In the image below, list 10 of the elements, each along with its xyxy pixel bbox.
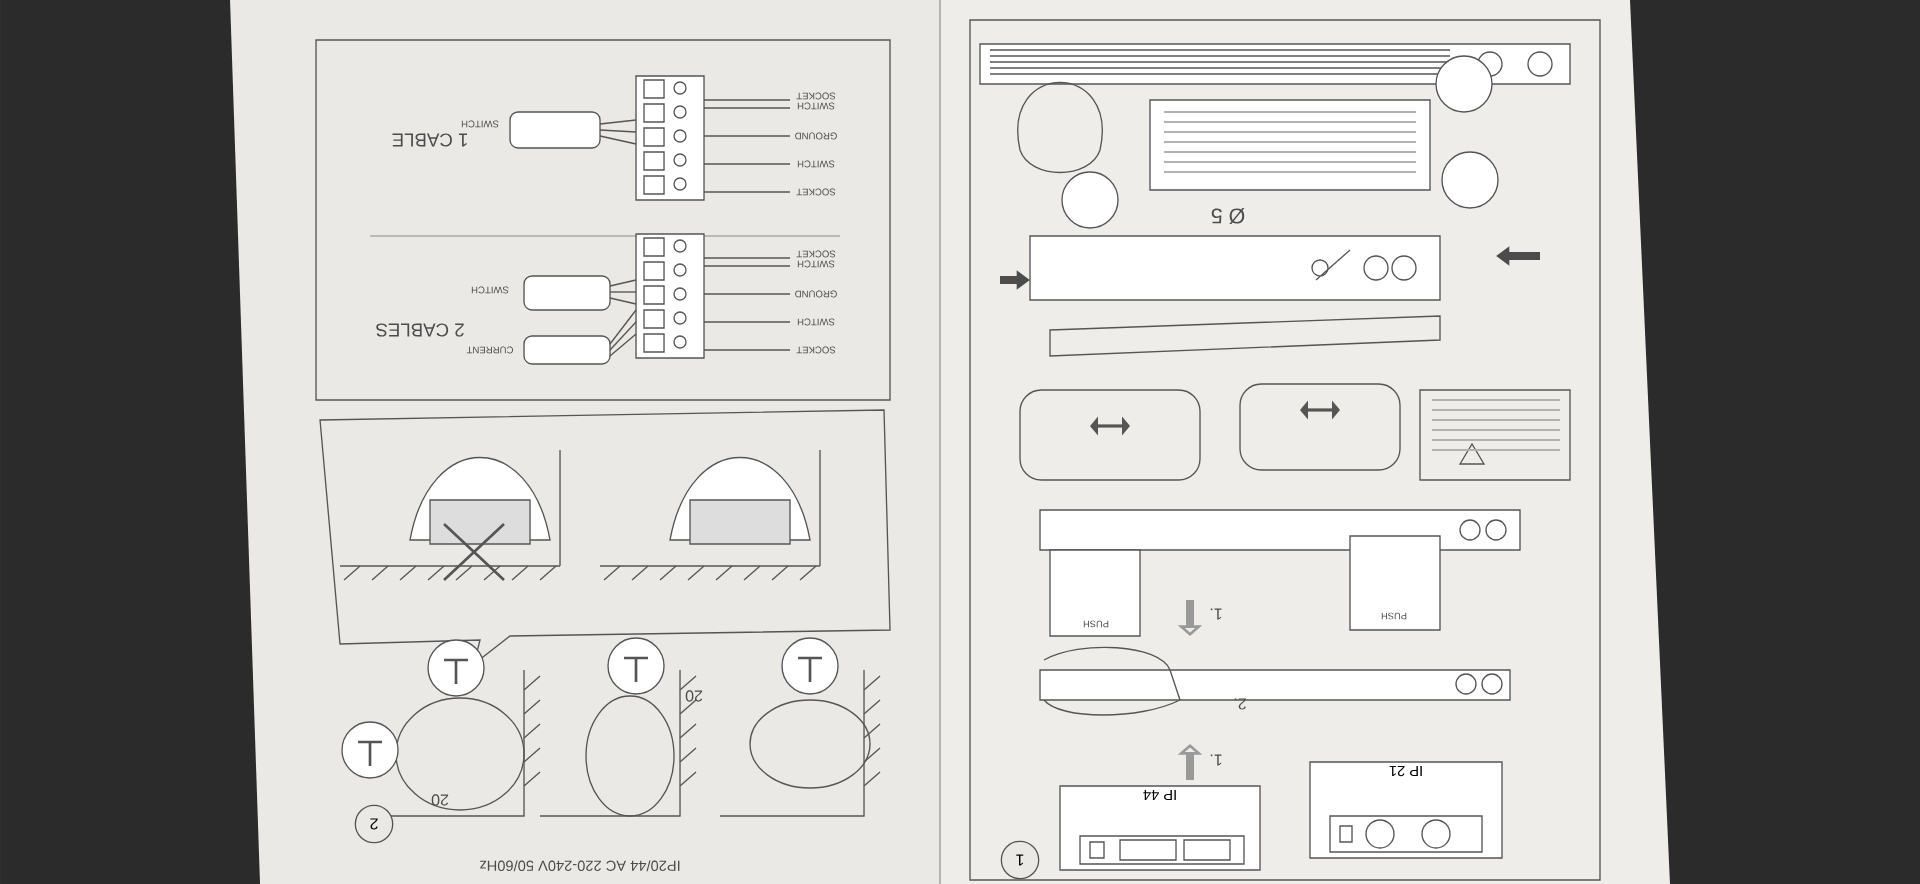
page-number: 1 bbox=[1000, 840, 1040, 880]
cable-label: 1 CABLE bbox=[392, 133, 467, 147]
page-number: 2 bbox=[354, 804, 394, 844]
dimension-label: 20 bbox=[685, 690, 703, 702]
step-number: 2. bbox=[1234, 698, 1246, 710]
dimension-label: 20 bbox=[431, 794, 449, 806]
cable-label: 2 CABLES bbox=[376, 323, 464, 337]
step-number: 1. bbox=[1210, 754, 1222, 766]
hole-size-label: Ø 5 bbox=[1211, 208, 1245, 224]
step-number: 1. bbox=[1210, 608, 1222, 620]
